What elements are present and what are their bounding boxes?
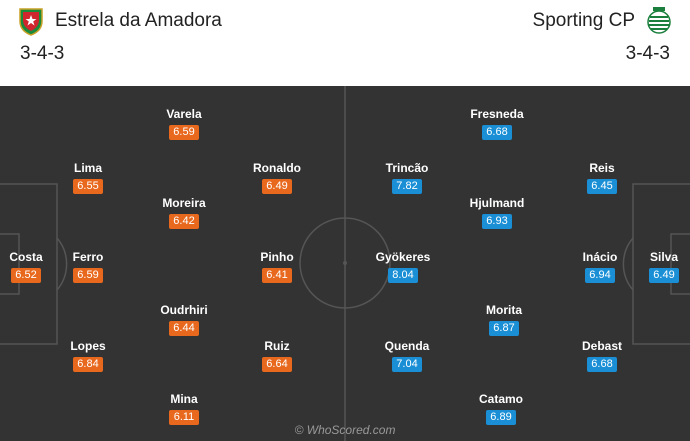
pitch-markings (0, 86, 690, 441)
player-rating: 6.49 (649, 268, 679, 283)
player-rating: 6.94 (585, 268, 615, 283)
player-rating: 7.82 (392, 179, 422, 194)
player-rating: 6.52 (11, 268, 41, 283)
player-away-morita[interactable]: Morita 6.87 (459, 303, 549, 336)
estrela-crest-icon (19, 8, 43, 36)
match-header: Estrela da Amadora 3-4-3 Sporting CP 3-4… (0, 0, 690, 80)
player-away-inacio[interactable]: Inácio 6.94 (555, 250, 645, 283)
home-team-name[interactable]: Estrela da Amadora (55, 10, 222, 31)
player-rating: 6.11 (169, 410, 199, 425)
player-rating: 6.68 (482, 125, 512, 140)
player-home-moreira[interactable]: Moreira 6.42 (139, 196, 229, 229)
whoscored-watermark: © WhoScored.com (294, 423, 396, 437)
player-name: Gyökeres (375, 250, 431, 264)
player-name: Trincão (385, 161, 429, 175)
player-away-quenda[interactable]: Quenda 7.04 (362, 339, 452, 372)
home-formation: 3-4-3 (20, 43, 65, 64)
player-home-oudrhiri[interactable]: Oudrhiri 6.44 (139, 303, 229, 336)
player-rating: 6.93 (482, 214, 512, 229)
player-away-gyokeres[interactable]: Gyökeres 8.04 (358, 250, 448, 283)
player-name: Morita (486, 303, 522, 317)
pitch: Costa 6.52 Lima 6.55 Ferro 6.59 Lopes 6.… (0, 86, 690, 441)
player-away-reis[interactable]: Reis 6.45 (557, 161, 647, 194)
player-name: Mina (170, 392, 198, 406)
player-name: Varela (166, 107, 202, 121)
player-rating: 6.64 (262, 357, 292, 372)
player-away-silva[interactable]: Silva 6.49 (619, 250, 690, 283)
player-name: Pinho (260, 250, 294, 264)
player-rating: 6.59 (73, 268, 103, 283)
player-name: Lopes (70, 339, 106, 353)
player-away-trincao[interactable]: Trincão 7.82 (362, 161, 452, 194)
player-away-fresneda[interactable]: Fresneda 6.68 (452, 107, 542, 140)
player-home-ruiz[interactable]: Ruiz 6.64 (232, 339, 322, 372)
sporting-crest-icon (647, 7, 671, 34)
player-rating: 6.42 (169, 214, 199, 229)
player-name: Oudrhiri (160, 303, 208, 317)
player-away-hjulmand[interactable]: Hjulmand 6.93 (452, 196, 542, 229)
player-rating: 6.87 (489, 321, 519, 336)
player-name: Catamo (478, 392, 523, 406)
player-away-debast[interactable]: Debast 6.68 (557, 339, 647, 372)
player-name: Reis (589, 161, 615, 175)
player-name: Fresneda (470, 107, 524, 121)
player-rating: 6.49 (262, 179, 292, 194)
player-home-varela[interactable]: Varela 6.59 (139, 107, 229, 140)
player-rating: 6.45 (587, 179, 617, 194)
player-rating: 6.59 (169, 125, 199, 140)
player-rating: 6.55 (73, 179, 103, 194)
player-rating: 6.89 (486, 410, 516, 425)
player-name: Ronaldo (253, 161, 301, 175)
away-formation: 3-4-3 (625, 43, 670, 64)
player-name: Ruiz (264, 339, 290, 353)
player-home-ronaldo[interactable]: Ronaldo 6.49 (232, 161, 322, 194)
player-home-costa[interactable]: Costa 6.52 (0, 250, 71, 283)
player-home-mina[interactable]: Mina 6.11 (139, 392, 229, 425)
player-rating: 7.04 (392, 357, 422, 372)
player-rating: 6.68 (587, 357, 617, 372)
player-rating: 6.41 (262, 268, 292, 283)
player-name: Silva (649, 250, 679, 264)
player-name: Hjulmand (469, 196, 525, 210)
player-home-lima[interactable]: Lima 6.55 (43, 161, 133, 194)
player-name: Moreira (162, 196, 206, 210)
player-name: Ferro (72, 250, 104, 264)
player-name: Quenda (384, 339, 430, 353)
player-home-pinho[interactable]: Pinho 6.41 (232, 250, 322, 283)
away-team-name[interactable]: Sporting CP (532, 10, 635, 31)
player-home-ferro[interactable]: Ferro 6.59 (43, 250, 133, 283)
player-rating: 6.44 (169, 321, 199, 336)
player-name: Inácio (582, 250, 618, 264)
player-rating: 6.84 (73, 357, 103, 372)
player-rating: 8.04 (388, 268, 418, 283)
player-name: Debast (581, 339, 622, 353)
player-away-catamo[interactable]: Catamo 6.89 (456, 392, 546, 425)
player-name: Lima (73, 161, 102, 175)
player-name: Costa (9, 250, 43, 264)
player-home-lopes[interactable]: Lopes 6.84 (43, 339, 133, 372)
